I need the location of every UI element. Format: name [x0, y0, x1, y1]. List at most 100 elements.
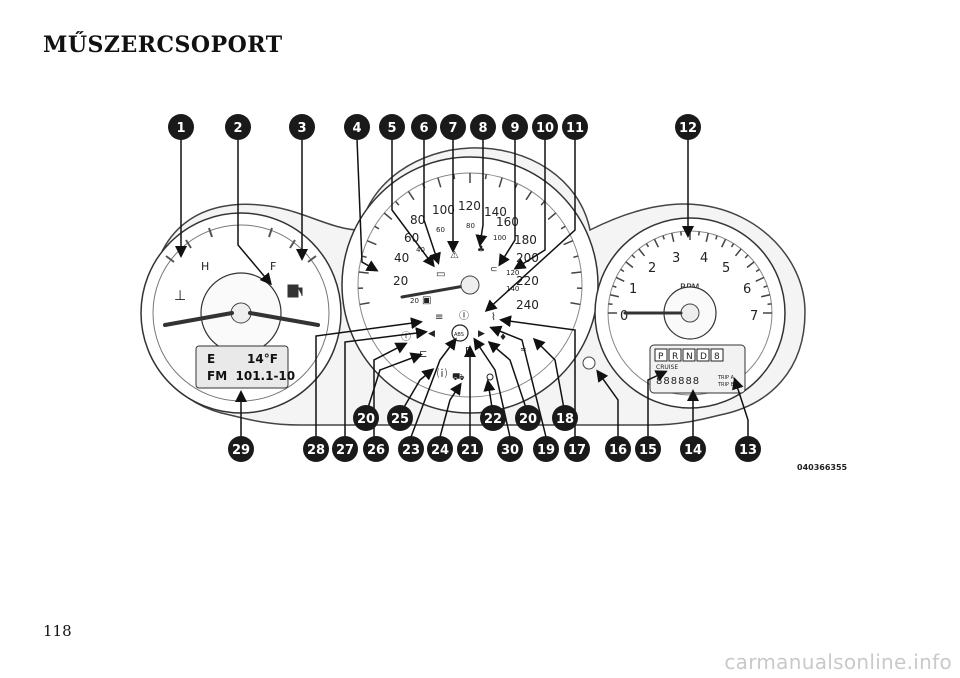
speed-label-180: 180 — [514, 233, 537, 247]
tach-tick-mark — [615, 276, 625, 283]
svg-text:20: 20 — [357, 412, 375, 427]
speed-tick-mark — [407, 191, 415, 201]
callout-26: 26 — [363, 436, 389, 462]
speed-tick-mark — [571, 271, 582, 274]
callout-27: 27 — [332, 436, 358, 462]
bottom-callouts: 29 28 27 26 23 24 21 30 19 17 16 15 14 1… — [228, 436, 761, 462]
svg-text:8: 8 — [478, 121, 487, 136]
speed-label-120: 120 — [458, 199, 481, 213]
tpms-icon: ⓘ — [401, 331, 411, 343]
speed-tick-mark — [560, 225, 566, 230]
speed-label-80: 80 — [410, 213, 425, 227]
page-number: 118 — [43, 622, 72, 640]
fuel-f-label: F — [270, 260, 276, 273]
callout-13: 13 — [735, 436, 761, 462]
callout-5: 5 — [379, 114, 405, 140]
front-fog-icon: D — [465, 346, 473, 357]
top-callouts: 1 2 3 4 5 6 7 8 9 10 11 12 — [168, 114, 701, 140]
svg-text:10: 10 — [536, 121, 554, 136]
callout-25: 25 — [387, 405, 413, 431]
tach-tick-mark — [720, 238, 727, 248]
speed-tick-mark — [540, 200, 546, 206]
callout-30: 30 — [497, 436, 523, 462]
svg-text:3: 3 — [297, 121, 306, 136]
fog-lamp-icon: ≈ — [520, 345, 527, 354]
speed-inner-140: 140 — [506, 285, 519, 293]
temp-h-label: H — [201, 260, 209, 273]
tach-tick-mark — [755, 276, 765, 283]
svg-text:24: 24 — [431, 443, 449, 458]
speed-tick-mark — [484, 174, 487, 180]
temp-fuel-gauge: H F ⊥ E 14°F FM 101.1-10 — [140, 212, 342, 414]
tach-label-1: 1 — [629, 282, 637, 297]
gear-r: R — [672, 352, 678, 362]
tach-tick-mark — [612, 285, 617, 288]
tach-label-3: 3 — [672, 251, 680, 266]
callout-10: 10 — [532, 114, 558, 140]
callout-15: 15 — [635, 436, 661, 462]
speed-inner-80: 80 — [466, 222, 475, 230]
svg-text:17: 17 — [568, 443, 586, 458]
speed-tick-mark — [570, 301, 581, 306]
svg-text:4: 4 — [352, 121, 361, 136]
speed-tick-mark — [563, 239, 574, 246]
svg-text:7: 7 — [448, 121, 457, 136]
speed-tick-mark — [394, 200, 400, 206]
tach-label-6: 6 — [743, 282, 751, 297]
speed-tick-mark — [358, 271, 369, 274]
speed-label-100: 100 — [432, 203, 455, 217]
tach-tick-mark — [761, 294, 771, 298]
callout-20-left: 20 — [353, 405, 379, 431]
high-beam-icon: ≡ — [435, 312, 443, 323]
speed-tick-mark — [374, 225, 380, 230]
callout-19: 19 — [533, 436, 559, 462]
svg-text:11: 11 — [566, 121, 584, 136]
seatbelt-icon: ⚠ — [450, 250, 459, 261]
tach-tick-mark — [734, 248, 742, 257]
hill-descent-icon: ♦ — [499, 333, 507, 343]
speed-tick-mark — [383, 212, 393, 221]
speed-inner-120: 120 — [506, 269, 519, 277]
tach-tick-mark — [715, 235, 718, 240]
stability-icon: ⛟ — [452, 372, 465, 383]
callout-7: 7 — [440, 114, 466, 140]
gear-n: N — [686, 352, 693, 362]
middle-callouts: 20 25 22 20 18 — [353, 405, 578, 431]
airbag-icon: ♣ — [477, 245, 485, 255]
tach-tick-mark — [730, 243, 735, 248]
charging-icon: ▣ — [422, 295, 431, 306]
speed-tick-mark — [453, 174, 456, 180]
svg-text:22: 22 — [484, 412, 502, 427]
tach-tick-mark — [671, 232, 675, 242]
gear-8: 8 — [714, 352, 720, 362]
callout-11: 11 — [562, 114, 588, 140]
svg-text:2: 2 — [233, 121, 242, 136]
tach-tick-mark — [609, 294, 619, 298]
speed-label-140: 140 — [484, 205, 507, 219]
callout-2: 2 — [225, 114, 251, 140]
callout-18: 18 — [552, 405, 578, 431]
left-turn-icon: ◀ — [428, 329, 435, 339]
cruise-label: CRUISE — [656, 364, 678, 371]
watermark: carmanualsonline.info — [724, 650, 952, 674]
speed-label-20: 20 — [393, 274, 408, 288]
trip-a-label: TRIP A — [717, 375, 735, 381]
tachometer: 0 1 2 3 4 5 6 7 RPM x1000 P R N D 8 CRUI… — [594, 217, 786, 409]
svg-text:16: 16 — [609, 443, 627, 458]
info-display — [195, 345, 289, 389]
tach-label-7: 7 — [750, 309, 758, 324]
tire-pressure-icon: ⒤ — [437, 368, 447, 380]
oil-pressure-icon: ⊂ — [490, 265, 498, 275]
svg-text:20: 20 — [519, 412, 537, 427]
gear-p: P — [658, 352, 664, 362]
abs-icon — [451, 324, 469, 342]
callout-4: 4 — [344, 114, 370, 140]
speed-inner-60: 60 — [436, 226, 445, 234]
speed-label-160: 160 — [496, 215, 519, 229]
svg-text:9: 9 — [510, 121, 519, 136]
svg-text:26: 26 — [367, 443, 385, 458]
check-engine-icon: ⊏ — [419, 349, 427, 360]
callout-28: 28 — [303, 436, 329, 462]
callout-29: 29 — [228, 436, 254, 462]
